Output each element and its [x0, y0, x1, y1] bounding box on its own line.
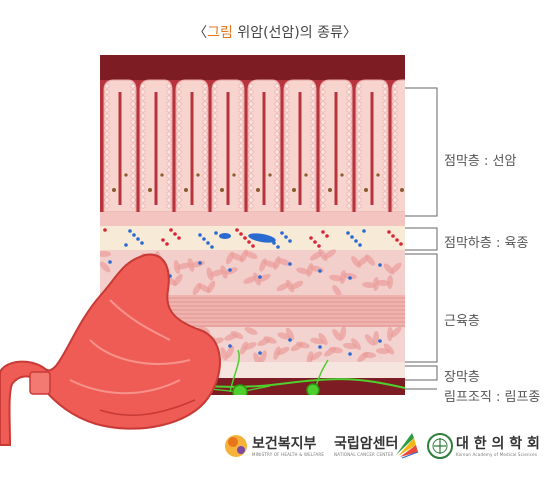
figure-title: 〈그림 위암(선암)의 종류〉 [0, 22, 550, 42]
gland [355, 79, 389, 213]
gland [391, 79, 405, 213]
gland [103, 79, 137, 213]
label-submucosa: 점막하층 : 육종 [444, 236, 529, 251]
gland [283, 79, 317, 213]
logo-ncc: 국립암센터 NATIONAL CANCER CENTER [334, 432, 398, 462]
gland [175, 79, 209, 213]
gland [247, 79, 281, 213]
stomach-illustration [0, 253, 221, 446]
lymph-node [306, 383, 320, 395]
label-muscle: 근육층 [444, 314, 480, 329]
gland [211, 79, 245, 213]
gland [319, 79, 353, 213]
title-close-bracket: 〉 [342, 25, 357, 41]
logo-ncc-sub: NATIONAL CANCER CENTER [334, 452, 394, 457]
lumen-band [100, 55, 405, 80]
submucosa-vessels [103, 228, 403, 249]
title-text: 위암(선암)의 종류 [237, 25, 343, 41]
title-open-bracket: 〈 [193, 25, 208, 41]
logo-kams-mark [427, 433, 453, 459]
logo-ncc-name: 국립암센터 [334, 436, 399, 452]
logo-kams-sub: Korean Academy of Medical Sciences [456, 452, 538, 457]
title-prefix: 그림 [207, 25, 233, 41]
logo-mohw: 보건복지부 MINISTRY OF HEALTH & WELFARE [252, 432, 324, 462]
gland [139, 79, 173, 213]
pylorus [29, 371, 51, 395]
label-serosa: 장막층 [444, 370, 480, 385]
logo-kams-name: 대 한 의 학 회 [456, 436, 540, 452]
logo-ncc-mark [396, 433, 419, 459]
mucosa-base [100, 212, 405, 228]
logo-mohw-mark [225, 435, 247, 457]
label-mucosa: 점막층 : 선암 [444, 154, 517, 169]
logo-mohw-name: 보건복지부 [252, 436, 317, 452]
lymph-node [232, 384, 248, 395]
logo-kams: 대 한 의 학 회 Korean Academy of Medical Scie… [456, 432, 540, 462]
logo-mohw-sub: MINISTRY OF HEALTH & WELFARE [252, 452, 325, 457]
label-lymph: 림프조직 : 림프종 [444, 390, 541, 405]
gastric-glands [103, 79, 405, 213]
layer-brackets [405, 87, 438, 390]
